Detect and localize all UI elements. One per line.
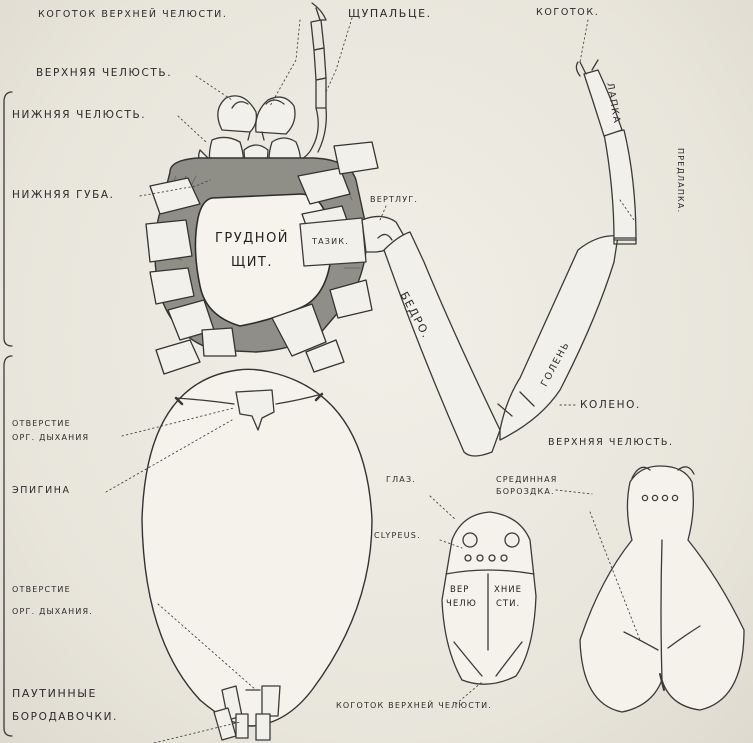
label-epigyne: ЭПИГИНА bbox=[12, 486, 71, 496]
label-jaws-box-r2: СТИ. bbox=[496, 600, 520, 609]
label-median-groove-2: БОРОЗДКА. bbox=[496, 488, 555, 496]
label-pedipalp: ЩУПАЛЬЦЕ. bbox=[348, 8, 432, 19]
label-pretarsus: ПРЕДЛАПКА. bbox=[676, 148, 684, 213]
label-breath-opening-1b: ОРГ. ДЫХАНИЯ bbox=[12, 434, 89, 442]
label-upper-jaw-claw-2: КОГОТОК ВЕРХНЕЙ ЧЕЛЮСТИ. bbox=[336, 702, 492, 710]
label-lower-jaw: НИЖНЯЯ ЧЕЛЮСТЬ. bbox=[12, 110, 146, 121]
label-upper-jaw-2: ВЕРХНЯЯ ЧЕЛЮСТЬ. bbox=[548, 438, 674, 448]
abdomen bbox=[142, 369, 372, 740]
label-coxa: ТАЗИК. bbox=[312, 238, 349, 246]
label-jaws-box-l1: ВЕР bbox=[450, 586, 469, 595]
label-sternum-1: ГРУДНОЙ bbox=[204, 232, 300, 245]
upper-jaws bbox=[218, 96, 295, 140]
label-median-groove-1: СРЕДИННАЯ bbox=[496, 476, 558, 484]
label-breath-opening-1a: ОТВЕРСТИЕ bbox=[12, 420, 71, 428]
margin-brackets bbox=[4, 92, 12, 736]
chelicerae-pair bbox=[580, 466, 744, 712]
label-upper-jaw: ВЕРХНЯЯ ЧЕЛЮСТЬ. bbox=[36, 68, 172, 79]
pedipalp bbox=[300, 3, 326, 160]
walking-leg bbox=[300, 60, 636, 456]
label-spinnerets-1: ПАУТИННЫЕ bbox=[12, 688, 97, 699]
label-breath-opening-2a: ОТВЕРСТИЕ bbox=[12, 586, 71, 594]
label-clypeus: CLYPEUS. bbox=[374, 532, 421, 540]
label-jaws-box-r1: ХНИЕ bbox=[494, 586, 522, 595]
label-breath-opening-2b: ОРГ. ДЫХАНИЯ. bbox=[12, 608, 93, 616]
label-upper-jaw-claw: КОГОТОК ВЕРХНЕЙ ЧЕЛЮСТИ. bbox=[38, 10, 227, 20]
label-sternum-2: ЩИТ. bbox=[204, 256, 300, 269]
label-eye: ГЛАЗ. bbox=[386, 476, 416, 484]
label-lower-lip: НИЖНЯЯ ГУБА. bbox=[12, 190, 115, 201]
label-claw: КОГОТОК. bbox=[536, 8, 599, 18]
label-spinnerets-2: БОРОДАВОЧКИ. bbox=[12, 712, 118, 723]
label-jaws-box-l2: ЧЕЛЮ bbox=[446, 600, 477, 609]
label-knee: КОЛЕНО. bbox=[580, 400, 641, 411]
label-trochanter: ВЕРТЛУГ. bbox=[370, 196, 418, 204]
